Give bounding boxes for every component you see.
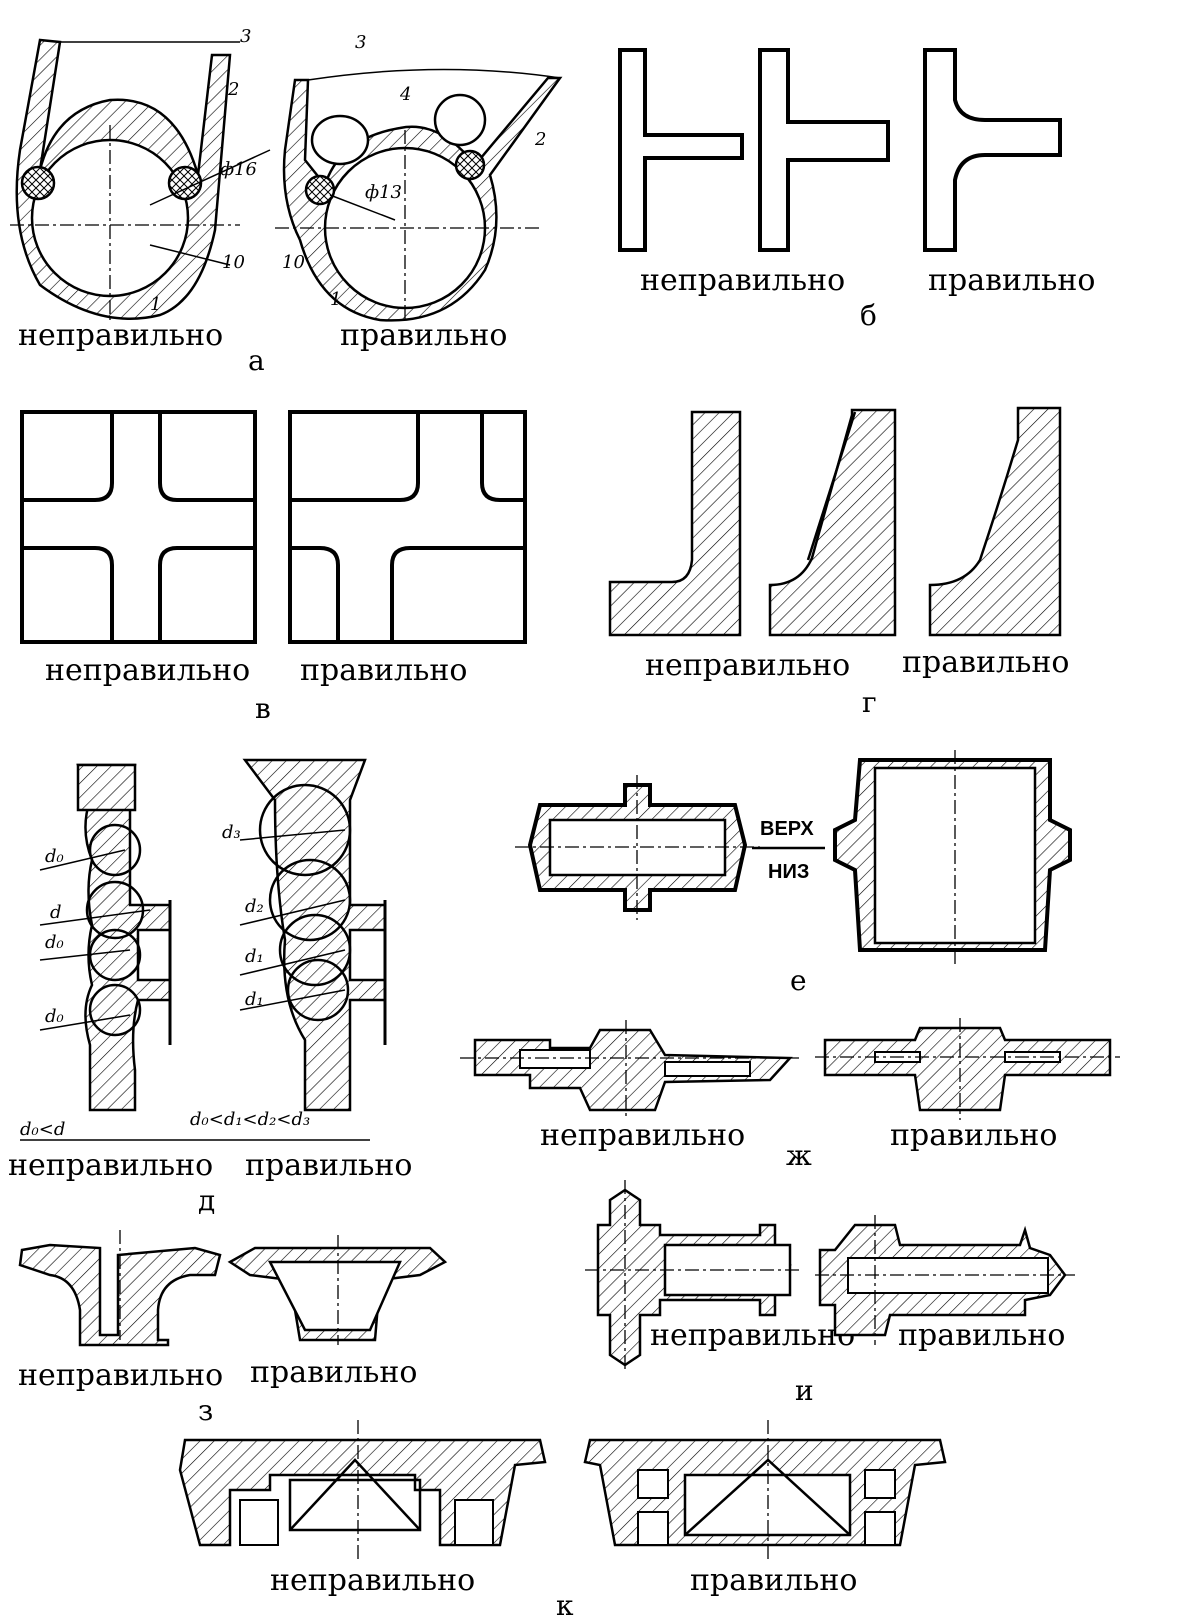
label-wrong-v: неправильно [45,653,250,688]
corner-wrong-2 [768,408,897,637]
symbol-d: d [50,902,62,923]
panel-i: неправильно правильно и [585,1180,1075,1407]
symbol-d0-2: d₀ [45,932,64,953]
label-right-v: правильно [300,653,467,688]
rule-right: d₀<d₁<d₂<d₃ [190,1109,310,1130]
panel-letter-k: к [556,1589,574,1620]
label-wrong-a: неправильно [18,318,223,353]
label-right-d: правильно [245,1148,412,1183]
symbol-d3: d₃ [222,822,241,843]
rule-wrong: d₀<d [20,1119,65,1140]
panel-z: неправильно правильно з [18,1230,448,1427]
label-wrong-g: неправильно [645,648,850,683]
corner-wrong-1 [608,410,742,637]
cross-wrong [22,412,255,642]
corner-right [928,406,1062,637]
label-right-zh: правильно [890,1118,1057,1153]
symbol-d1-2: d₁ [245,989,264,1010]
panel-letter-e: е [790,964,807,997]
dim-d16: ф16 [220,159,257,180]
part-3-label: 3 [240,26,251,47]
panel-a-wrong: 3 2 1 ф16 10 [10,26,271,320]
label-bottom: НИЗ [768,861,809,883]
label-wrong-i: неправильно [650,1318,855,1353]
dim-d13: ф13 [365,182,402,203]
panel-e: ВЕРХ НИЗ е [515,750,1072,997]
symbol-d1-1: d₁ [245,946,264,967]
label-wrong-d: неправильно [8,1148,213,1183]
label-right-b: правильно [928,263,1095,298]
part-3-label-right: 3 [355,32,366,53]
panel-letter-g: г [862,686,877,719]
panel-letter-z: з [198,1394,213,1427]
label-right-k: правильно [690,1563,857,1598]
panel-letter-v: в [255,692,271,725]
label-top: ВЕРХ [760,818,814,840]
panel-a: 3 2 1 ф16 10 3 4 2 1 ф13 10 непр [10,26,563,377]
label-right-i: правильно [898,1318,1065,1353]
panel-d: d₀ d d₀ d₀ d₀<d d₃ d₂ d₁ d₁ d₀<d₁<d₂<d₃ … [8,758,412,1217]
panel-letter-a: а [248,344,265,377]
panel-a-right: 3 4 2 1 ф13 10 [275,32,563,322]
part-1-label-right: 1 [330,289,341,310]
label-right-g: правильно [902,645,1069,680]
panel-letter-d: д [198,1184,215,1217]
panel-v: неправильно правильно в [20,410,527,725]
part-1-label: 1 [150,294,161,315]
part-2-label: 2 [227,79,239,100]
cross-right [290,412,525,642]
symbol-d0-3: d₀ [45,1006,64,1027]
panel-letter-i: и [795,1374,814,1407]
t-joint-right [923,48,1062,252]
panel-letter-zh: ж [786,1139,812,1172]
panel-b: неправильно правильно б [618,48,1095,332]
label-wrong-b: неправильно [640,263,845,298]
label-wrong-z: неправильно [18,1358,223,1393]
panel-zh: неправильно правильно ж [460,1018,1120,1172]
label-right-a: правильно [340,318,507,353]
t-joint-wrong-2 [758,48,890,252]
panel-letter-b: б [860,299,877,332]
dim-10-wrong: 10 [222,252,245,273]
symbol-d2: d₂ [245,896,264,917]
cross-wrong-frame [20,410,257,644]
symbol-d0-1: d₀ [45,846,64,867]
label-right-z: правильно [250,1355,417,1390]
part-4-label: 4 [399,84,411,105]
panel-g: неправильно правильно г [608,406,1069,719]
cross-right-frame [288,410,527,644]
label-wrong-zh: неправильно [540,1118,745,1153]
dim-10-right: 10 [282,252,305,273]
part-2-label-right: 2 [534,129,546,150]
t-joint-wrong-1 [618,48,744,252]
panel-k: неправильно правильно к [178,1420,947,1620]
label-wrong-k: неправильно [270,1563,475,1598]
